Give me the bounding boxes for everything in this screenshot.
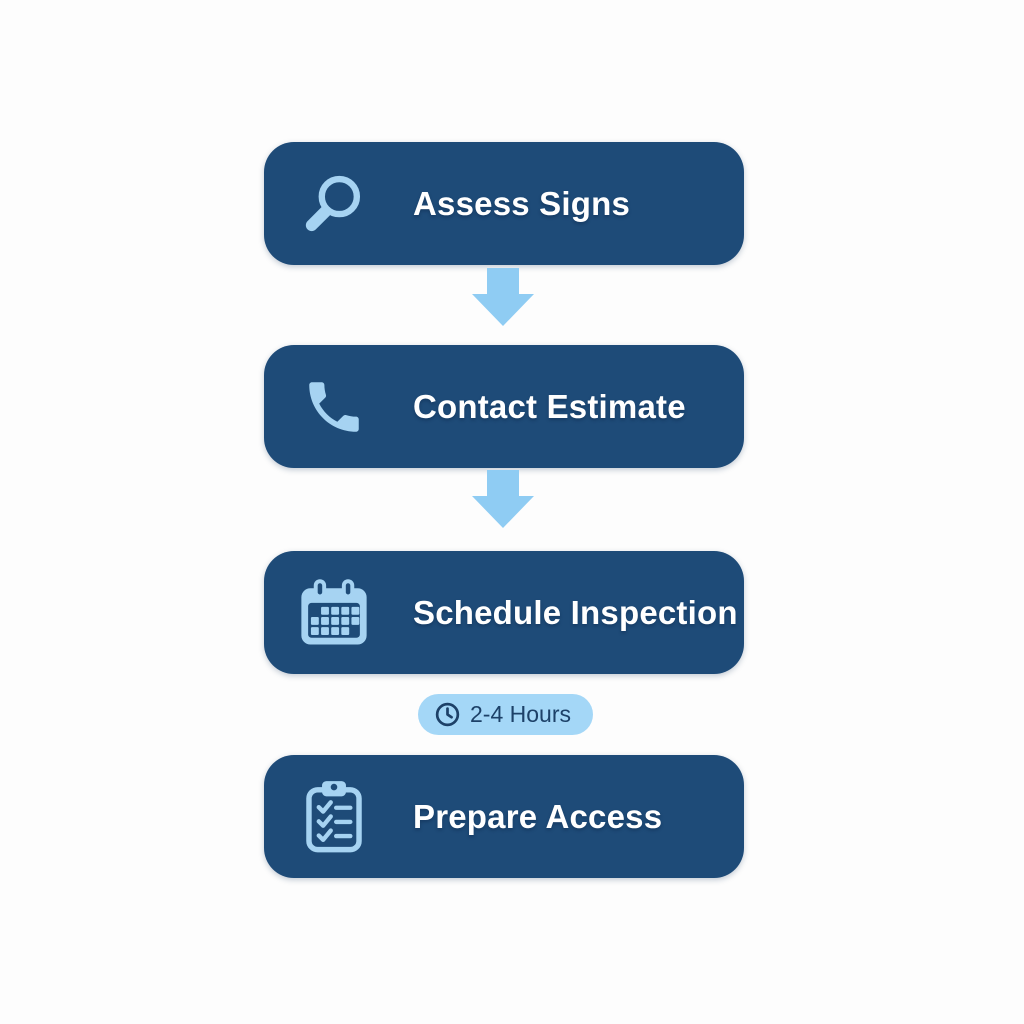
arrow-down-icon bbox=[472, 470, 534, 528]
phone-icon bbox=[298, 362, 370, 452]
step-prepare-access: Prepare Access bbox=[264, 755, 744, 878]
arrow-down-icon bbox=[472, 268, 534, 326]
duration-badge-label: 2-4 Hours bbox=[470, 701, 571, 727]
step-assess-signs: Assess Signs bbox=[264, 142, 744, 265]
duration-badge: 2-4 Hours bbox=[418, 694, 593, 735]
step-label: Prepare Access bbox=[413, 797, 663, 835]
step-label: Contact Estimate bbox=[413, 387, 686, 425]
magnifier-icon bbox=[298, 159, 370, 249]
step-schedule-inspection: Schedule Inspection bbox=[264, 551, 744, 674]
clock-icon bbox=[434, 701, 461, 728]
step-label: Schedule Inspection bbox=[413, 593, 738, 631]
step-label: Assess Signs bbox=[413, 184, 631, 222]
step-contact-estimate: Contact Estimate bbox=[264, 345, 744, 468]
calendar-icon bbox=[298, 568, 370, 658]
clipboard-checklist-icon bbox=[298, 772, 370, 862]
